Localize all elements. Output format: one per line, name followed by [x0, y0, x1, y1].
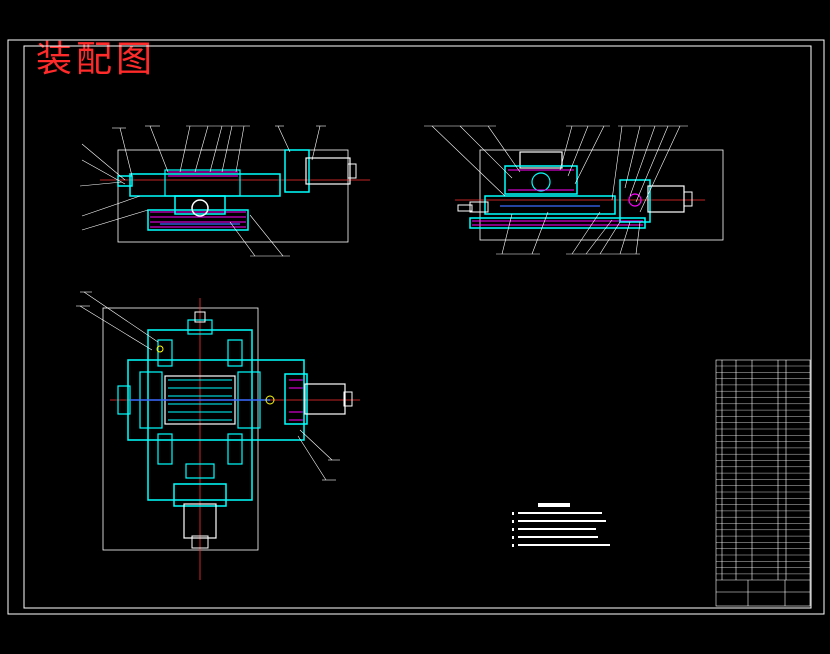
top-view — [76, 291, 360, 580]
technical-requirements — [512, 503, 610, 547]
outer-frame — [7, 39, 825, 615]
inner-frame — [23, 45, 812, 609]
bill-of-materials — [715, 359, 811, 607]
front-view — [79, 125, 370, 257]
side-view — [424, 125, 724, 255]
